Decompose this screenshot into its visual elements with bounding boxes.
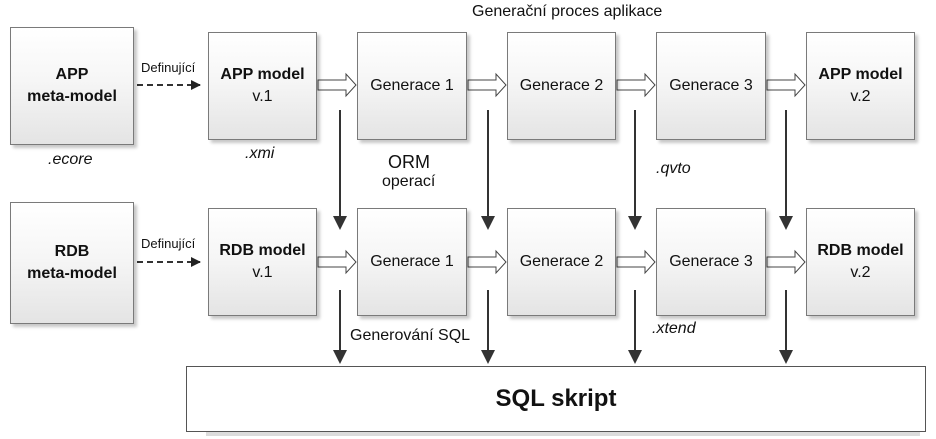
rdb-meta-line2: meta-model xyxy=(27,265,117,282)
sql-script-label: SQL skript xyxy=(495,385,617,412)
orm-operations-label: operací xyxy=(382,173,436,190)
app-model-v2-version: v.2 xyxy=(850,88,871,105)
rdb-generation-3-label: Generace 3 xyxy=(669,253,753,270)
sql-script-box: SQL skript xyxy=(186,366,926,432)
rdb-meta-line1: RDB xyxy=(54,243,90,260)
rdb-generation-1-box: Generace 1 xyxy=(357,208,467,316)
rdb-model-v1-box: RDB model v.1 xyxy=(208,208,317,316)
app-generation-2-label: Generace 2 xyxy=(519,77,604,94)
xmi-label: .xmi xyxy=(245,145,275,162)
app-generation-3-box: Generace 3 xyxy=(656,32,766,140)
app-meta-model-box: APP meta-model xyxy=(10,27,134,145)
orm-label: ORM xyxy=(388,152,430,172)
rdb-generation-2-box: Generace 2 xyxy=(507,208,616,316)
app-meta-line1: APP xyxy=(55,66,89,83)
app-meta-line2: meta-model xyxy=(27,88,117,105)
xtend-label: .xtend xyxy=(652,320,696,337)
generate-sql-label: Generování SQL xyxy=(350,327,471,344)
rdb-generation-1-label: Generace 1 xyxy=(370,253,454,270)
rdb-model-v1-title: RDB model xyxy=(219,242,306,259)
diagram-title: Generační proces aplikace xyxy=(472,3,663,20)
sql-arrow xyxy=(333,290,793,364)
defining-label-rdb: Definující xyxy=(141,236,196,251)
rdb-generation-3-box: Generace 3 xyxy=(656,208,766,316)
app-model-v1-box: APP model v.1 xyxy=(208,32,317,140)
rdb-generation-2-label: Generace 2 xyxy=(519,253,604,270)
ecore-label: .ecore xyxy=(48,151,93,168)
defining-label-app: Definující xyxy=(141,60,196,75)
app-generation-1-label: Generace 1 xyxy=(370,77,454,94)
app-model-v2-title: APP model xyxy=(818,66,903,83)
qvto-label: .qvto xyxy=(656,160,691,177)
app-generation-2-box: Generace 2 xyxy=(507,32,616,140)
rdb-model-v2-box: RDB model v.2 xyxy=(806,208,915,316)
hollow-arrow xyxy=(317,72,806,275)
app-model-v1-title: APP model xyxy=(220,66,305,83)
rdb-model-v1-version: v.1 xyxy=(252,264,273,281)
app-generation-1-box: Generace 1 xyxy=(357,32,467,140)
rdb-meta-model-box: RDB meta-model xyxy=(10,202,134,324)
app-model-v2-box: APP model v.2 xyxy=(806,32,915,140)
app-model-v1-version: v.1 xyxy=(252,88,273,105)
rdb-model-v2-version: v.2 xyxy=(850,264,871,281)
rdb-model-v2-title: RDB model xyxy=(817,242,904,259)
app-generation-3-label: Generace 3 xyxy=(669,77,753,94)
sql-script-shadow xyxy=(206,432,920,436)
vertical-arrow xyxy=(333,110,793,230)
